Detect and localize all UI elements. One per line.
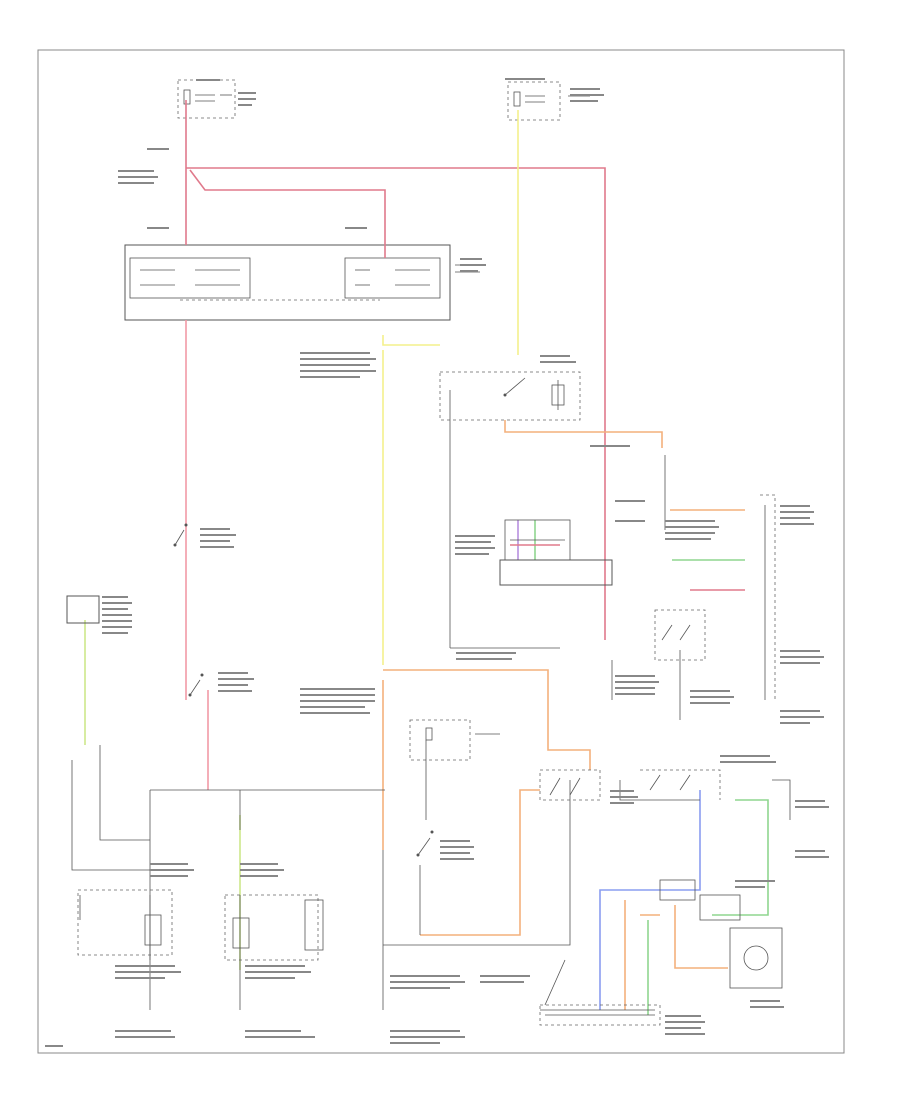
motor-lower-right xyxy=(729,927,783,989)
switch-left-upper xyxy=(173,523,188,547)
switch-left-lower xyxy=(188,673,204,697)
wire-dark xyxy=(71,390,791,1011)
switch-lower-center xyxy=(416,830,434,935)
control-switch-lower-right xyxy=(539,769,721,801)
connector-block-mid xyxy=(499,519,613,586)
main-switch-assembly xyxy=(124,244,480,321)
module-left xyxy=(66,595,100,624)
switch-cluster-right xyxy=(654,494,776,700)
relay-upper xyxy=(439,371,581,421)
wire-blue xyxy=(510,520,745,1010)
diagram-frame xyxy=(37,49,845,1054)
actuator-left xyxy=(77,889,173,956)
wire-orange xyxy=(382,420,745,1010)
wire-green xyxy=(84,520,769,1015)
ground-connector-bottom xyxy=(539,959,661,1026)
connector-lower-right xyxy=(659,879,741,921)
wire-yellow xyxy=(382,110,519,665)
fuse-box-lower xyxy=(409,719,500,820)
actuator-center-left xyxy=(224,894,324,961)
wire-red-pink-top xyxy=(185,100,606,790)
label-marks xyxy=(45,78,829,1047)
